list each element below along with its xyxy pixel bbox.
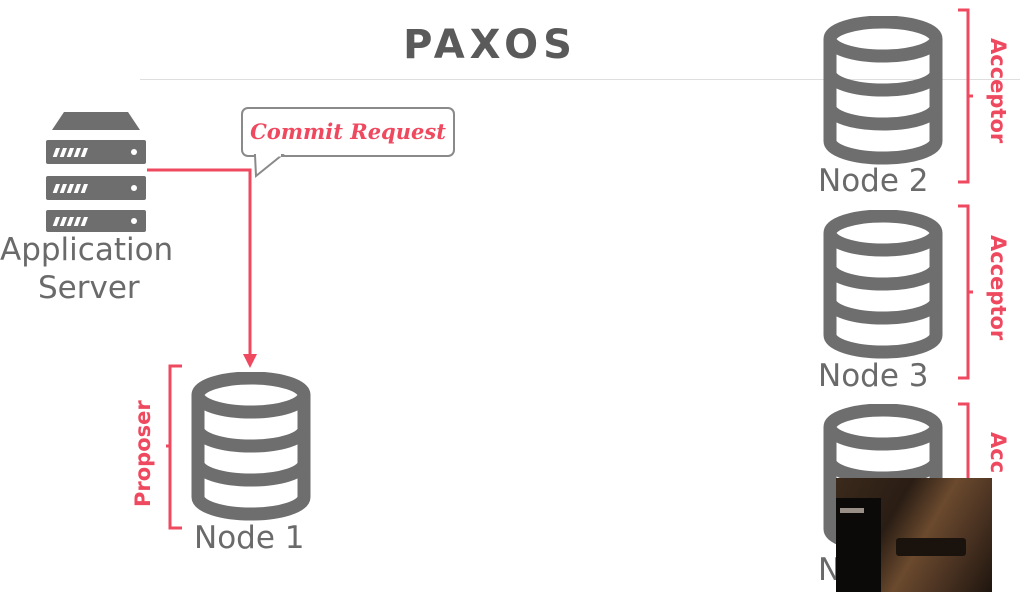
acceptor-role-label: Acc <box>986 432 1010 474</box>
title-divider <box>140 79 1020 80</box>
node-1-label: Node 1 <box>194 520 305 556</box>
database-icon <box>823 210 943 359</box>
proposer-role-label: Proposer <box>131 400 155 507</box>
database-icon <box>823 16 943 165</box>
acceptor-role-label: Acceptor <box>986 235 1010 341</box>
acceptor-bracket <box>958 8 973 184</box>
webcam-plate <box>840 508 864 513</box>
node-4-label: N <box>818 552 842 588</box>
application-server-label-line1: Application <box>0 232 174 268</box>
webcam-shelf <box>896 538 966 556</box>
acceptor-bracket <box>958 204 973 380</box>
bubble-tail <box>253 154 285 179</box>
node-3-label: Node 3 <box>818 358 929 394</box>
proposer-bracket <box>166 364 182 530</box>
slide-title: PAXOS <box>403 22 577 68</box>
database-icon <box>191 372 311 521</box>
commit-request-text: Commit Request <box>250 119 446 144</box>
webcam-door <box>836 498 881 592</box>
webcam-overlay <box>836 478 992 592</box>
node-2-label: Node 2 <box>818 163 929 199</box>
acceptor-role-label: Acceptor <box>986 38 1010 144</box>
application-server-label-line2: Server <box>38 270 140 306</box>
server-icon <box>46 112 146 232</box>
commit-request-bubble: Commit Request <box>241 107 455 157</box>
